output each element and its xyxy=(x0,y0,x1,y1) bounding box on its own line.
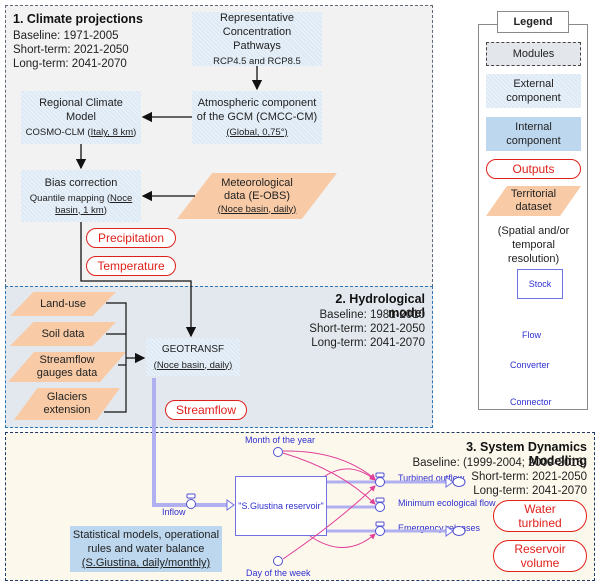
legend-internal-label: Internal component xyxy=(506,121,561,147)
inflow-valve-icon xyxy=(186,499,196,509)
internal-line-3: (S.Giustina, daily/monthly) xyxy=(81,557,211,569)
bracket-inputs xyxy=(104,302,127,413)
input-streamflow-gauges: Streamflow gauges data xyxy=(8,352,126,382)
outflow-ecological xyxy=(327,497,385,512)
rcm-sub: COSMO-CLM (Italy, 8 km) xyxy=(26,127,137,139)
geotransf-sub: (Noce basin, daily) xyxy=(153,359,233,371)
legend-stock: Stock xyxy=(517,269,563,299)
converter-month-label: Month of the year xyxy=(245,435,316,445)
inflow-arrowhead xyxy=(226,499,235,511)
internal-line-1: Statistical models, operational xyxy=(72,529,220,541)
module-hydro-title: 2. Hydrological model xyxy=(335,292,425,320)
legend-resolution: (Spatial and/or temporal resolution) xyxy=(497,225,570,265)
legend-title: Legend xyxy=(497,11,569,33)
outflow-emergency-label: Emergency releases xyxy=(398,523,481,533)
input-soil-data-label: Soil data xyxy=(41,327,85,340)
rcm-title: Regional Climate Model xyxy=(39,97,123,123)
input-streamflow-gauges-label: Streamflow gauges data xyxy=(36,354,98,379)
legend-flow-label: Flow xyxy=(522,330,542,340)
meteo-sub: (Noce basin, daily) xyxy=(217,203,297,215)
period-baseline: Baseline: 1971-2005 xyxy=(13,30,119,42)
output-reservoir-volume: Reservoir volume xyxy=(493,540,587,572)
stock-label: "S.Giustina reservoir" xyxy=(238,501,324,511)
output-water-turbined-label: Water turbined xyxy=(518,502,562,530)
legend-converter-label: Converter xyxy=(510,360,550,370)
bias-correction-component: Bias correction Quantile mapping (Noce b… xyxy=(21,170,141,222)
legend-territorial-label: Territorial dataset xyxy=(510,188,557,213)
legend-modules: Modules xyxy=(486,42,581,66)
rcm-component: Regional Climate Model COSMO-CLM (Italy,… xyxy=(21,91,141,144)
outflow-turbined-label: Turbined outflow xyxy=(398,473,465,483)
module-hydro-periods: Baseline: 1981-2010 Short-term: 2021-205… xyxy=(300,308,425,350)
input-land-use-label: Land-use xyxy=(40,297,86,310)
converter-day-label: Day of the week xyxy=(246,568,311,578)
gcm-component: Atmospheric component of the GCM (CMCC-C… xyxy=(192,91,322,144)
rcm-sub-resolution: Italy, 8 km xyxy=(90,127,134,138)
arrow-bias-to-geotransf xyxy=(80,222,197,338)
geotransf-title: GEOTRANSF xyxy=(161,343,225,355)
rcm-sub-prefix: COSMO-CLM ( xyxy=(25,127,91,138)
internal-statistical-models: Statistical models, operational rules an… xyxy=(70,526,222,572)
inflow-label: Inflow xyxy=(162,507,186,517)
connectors xyxy=(282,450,376,560)
module-climate-periods: Baseline: 1971-2005 Short-term: 2021-205… xyxy=(13,29,129,71)
internal-line-2: rules and water balance xyxy=(87,543,205,555)
rcp-sub: RCP4.5 and RCP8.5 xyxy=(213,55,301,67)
stock-sgiustina-reservoir: "S.Giustina reservoir" xyxy=(235,476,327,536)
input-glaciers-label: Glaciers extension xyxy=(43,391,91,416)
meteo-title: Meteorological data (E-OBS) xyxy=(221,176,293,202)
bias-sub-suffix: ) xyxy=(103,204,107,216)
geotransf-component: GEOTRANSF (Noce basin, daily) xyxy=(146,338,240,376)
output-precipitation: Precipitation xyxy=(86,228,176,248)
period-baseline: Baseline: (1999-2004; 2009-2016) xyxy=(412,457,587,469)
inflow-valve-cap xyxy=(186,493,196,499)
legend-internal: Internal component xyxy=(486,117,581,151)
module-sd-title: 3. System Dynamics Modelling xyxy=(466,440,587,468)
rcp-title: Representative Concentration Pathways xyxy=(220,11,294,52)
output-streamflow: Streamflow xyxy=(165,400,247,420)
output-water-turbined: Water turbined xyxy=(493,500,587,532)
legend-connector-label: Connector xyxy=(510,397,552,407)
period-long-term: Long-term: 2041-2070 xyxy=(13,58,127,70)
period-short-term: Short-term: 2021-2050 xyxy=(471,471,587,483)
bias-sub-prefix: Quantile mapping ( xyxy=(29,192,111,204)
period-baseline: Baseline: 1981-2010 xyxy=(319,309,426,321)
legend-outputs: Outputs xyxy=(486,159,581,179)
period-short-term: Short-term: 2021-2050 xyxy=(13,44,129,56)
rcp-component: Representative Concentration Pathways RC… xyxy=(192,11,322,67)
converter-day-icon xyxy=(273,556,283,566)
period-long-term: Long-term: 2041-2070 xyxy=(311,337,425,349)
period-long-term: Long-term: 2041-2070 xyxy=(473,485,587,497)
outflow-emergency xyxy=(327,521,466,537)
period-short-term: Short-term: 2021-2050 xyxy=(309,323,425,335)
output-reservoir-volume-label: Reservoir volume xyxy=(514,542,566,570)
module-sd-periods: Baseline: (1999-2004; 2009-2016) Short-t… xyxy=(400,456,587,498)
legend-external-label: External component xyxy=(506,78,561,104)
inflow-pipe xyxy=(152,378,228,507)
rcm-sub-suffix: ) xyxy=(133,127,137,138)
bias-sub: Quantile mapping (Noce basin, 1 km) xyxy=(29,193,134,217)
module-climate-title: 1. Climate projections xyxy=(13,12,143,26)
outflow-turbined xyxy=(327,472,466,488)
gcm-sub: (Global, 0,75°) xyxy=(226,127,288,138)
outflow-ecological-label: Minimum ecological flow xyxy=(398,498,496,508)
bias-title: Bias correction xyxy=(44,176,118,189)
gcm-title: Atmospheric component of the GCM (CMCC-C… xyxy=(196,97,318,123)
bias-sub-resolution: Noce basin, 1 km xyxy=(55,192,133,216)
converter-month-icon xyxy=(273,447,283,457)
output-temperature: Temperature xyxy=(86,256,176,276)
legend-external: External component xyxy=(486,74,581,108)
